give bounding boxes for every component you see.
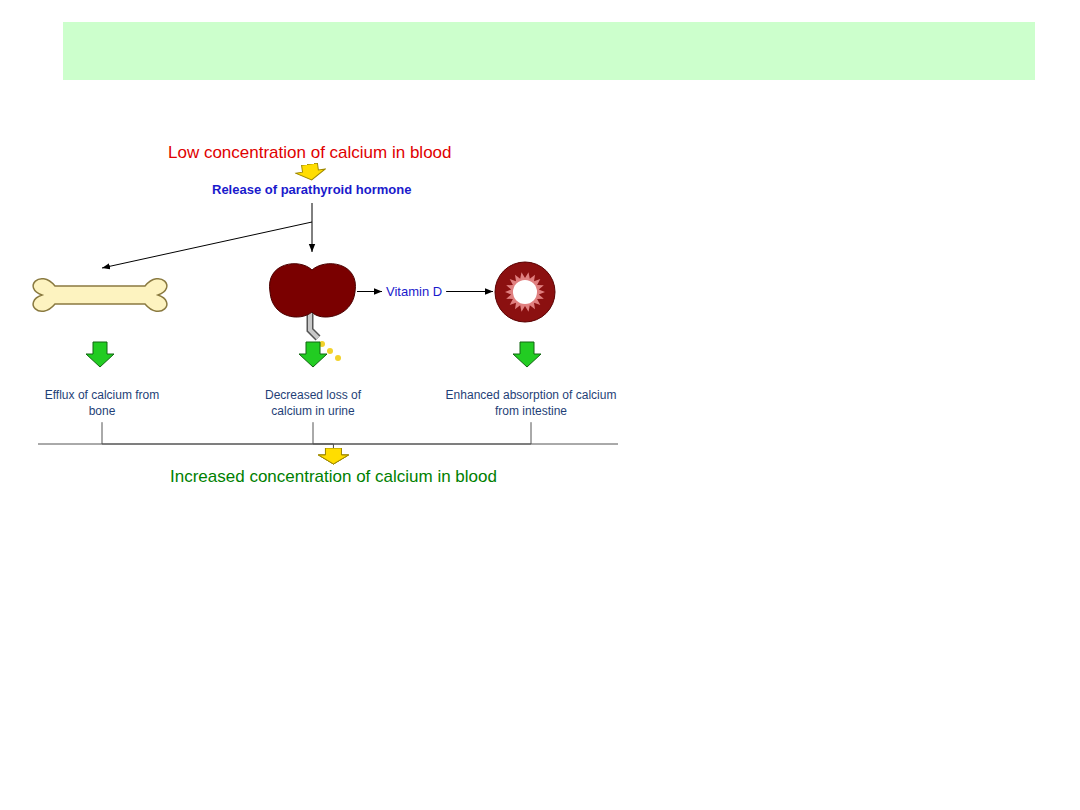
header-band bbox=[63, 22, 1035, 80]
urine-drop bbox=[335, 355, 341, 361]
flow-connector bbox=[102, 422, 333, 464]
urine-drop bbox=[327, 348, 333, 354]
effect-text: Enhanced absorption of calcium from inte… bbox=[445, 388, 617, 419]
effect-arrow bbox=[86, 342, 114, 367]
intestine-icon bbox=[495, 262, 555, 322]
vitamin-d-arrow bbox=[446, 291, 493, 292]
pth-to-bone-line bbox=[102, 222, 312, 268]
node-text: Increased concentration of calcium in bl… bbox=[170, 466, 497, 488]
node-text: Release of parathyroid hormone bbox=[212, 182, 411, 199]
node-text: Enhanced absorption of calcium from inte… bbox=[445, 388, 617, 419]
node-text: Efflux of calcium from bone bbox=[40, 388, 164, 419]
vitamin-d-arrow bbox=[357, 291, 382, 292]
intestine-lumen bbox=[513, 280, 537, 304]
flow-connector bbox=[333, 422, 531, 464]
node-text: Low concentration of calcium in blood bbox=[168, 142, 452, 164]
start-condition: Low concentration of calcium in blood bbox=[168, 142, 452, 164]
flow-connector bbox=[310, 166, 312, 180]
hormone-release: Release of parathyroid hormone bbox=[212, 182, 411, 199]
flow-connector bbox=[313, 422, 333, 464]
pth-to-kidney-line bbox=[312, 203, 313, 252]
effect-arrow bbox=[513, 342, 541, 367]
effect-text: Efflux of calcium from bone bbox=[40, 388, 164, 419]
kidney-icon bbox=[270, 264, 356, 317]
effect-arrow bbox=[299, 342, 327, 367]
bone-icon bbox=[33, 279, 167, 312]
vitamin-label: Vitamin D bbox=[386, 284, 442, 299]
effect-text: Decreased loss of calcium in urine bbox=[251, 388, 375, 419]
node-text: Decreased loss of calcium in urine bbox=[251, 388, 375, 419]
result-condition: Increased concentration of calcium in bl… bbox=[170, 466, 497, 488]
intestine-villi bbox=[505, 272, 545, 311]
